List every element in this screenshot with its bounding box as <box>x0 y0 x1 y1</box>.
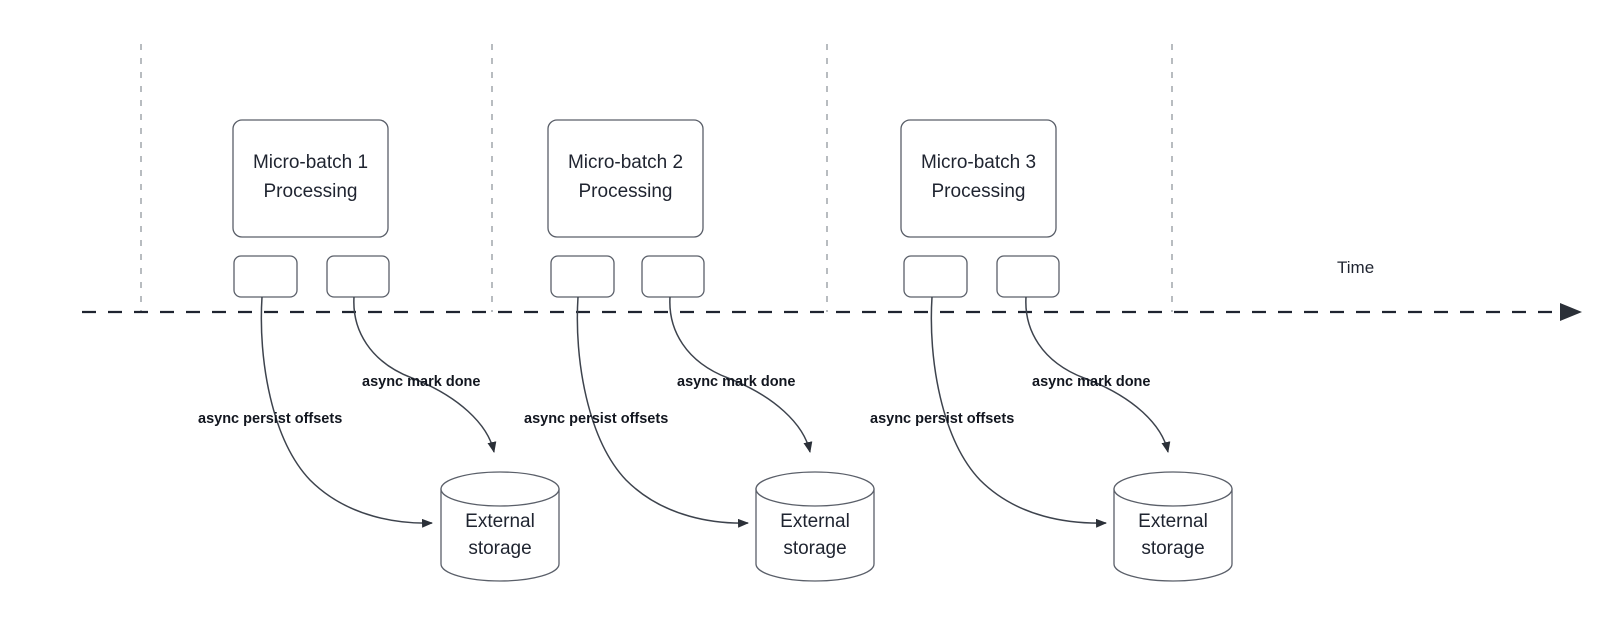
external-storage-label-3-line1: External <box>1138 511 1208 532</box>
task-box-2b[interactable] <box>641 255 705 298</box>
external-storage-cylinder-2-top <box>755 471 875 507</box>
flow-mark-done-3 <box>1025 296 1171 453</box>
flow-mark-done-1-label: async mark done <box>362 374 480 390</box>
micro-batch-box-2[interactable] <box>547 119 704 238</box>
external-storage-label-2-line1: External <box>780 511 850 532</box>
external-storage-cylinder-2-body[interactable] <box>755 488 875 582</box>
micro-batch-box-2-line2: Processing <box>579 181 673 202</box>
external-storage-label-1-line2: storage <box>468 538 531 559</box>
task-box-3a[interactable] <box>903 255 968 298</box>
external-storage-label-3-line2: storage <box>1141 538 1204 559</box>
flow-persist-offsets-2-label: async persist offsets <box>524 411 668 427</box>
external-storage-cylinder-3-body[interactable] <box>1113 488 1233 582</box>
flow-persist-offsets-3-label: async persist offsets <box>870 411 1014 427</box>
flow-persist-offsets-3 <box>930 296 1107 528</box>
flow-mark-done-3-label: async mark done <box>1032 374 1150 390</box>
flow-mark-done-2 <box>669 296 813 453</box>
timeline-axis-label: Time <box>1337 258 1374 277</box>
micro-batch-box-3-line1: Micro-batch 3 <box>921 152 1036 173</box>
external-storage-cylinder-1-top <box>440 471 560 507</box>
task-box-1a[interactable] <box>233 255 298 298</box>
micro-batch-box-1-line1: Micro-batch 1 <box>253 152 368 173</box>
micro-batch-box-3-line2: Processing <box>932 181 1026 202</box>
micro-batch-box-3[interactable] <box>900 119 1057 238</box>
external-storage-cylinder-1-body[interactable] <box>440 488 560 582</box>
flow-mark-done-2-label: async mark done <box>677 374 795 390</box>
task-box-2a[interactable] <box>550 255 615 298</box>
micro-batch-box-1-line2: Processing <box>264 181 358 202</box>
micro-batch-box-1[interactable] <box>232 119 389 238</box>
flow-mark-done-1 <box>353 296 497 453</box>
flow-persist-offsets-1-label: async persist offsets <box>198 411 342 427</box>
micro-batch-box-2-line1: Micro-batch 2 <box>568 152 683 173</box>
flow-persist-offsets-1 <box>260 296 433 528</box>
external-storage-label-1-line1: External <box>465 511 535 532</box>
task-box-1b[interactable] <box>326 255 390 298</box>
flow-persist-offsets-2 <box>576 296 749 528</box>
external-storage-label-2-line2: storage <box>783 538 846 559</box>
timeline-arrowhead-icon <box>1560 303 1582 321</box>
external-storage-cylinder-3-top <box>1113 471 1233 507</box>
task-box-3b[interactable] <box>996 255 1060 298</box>
